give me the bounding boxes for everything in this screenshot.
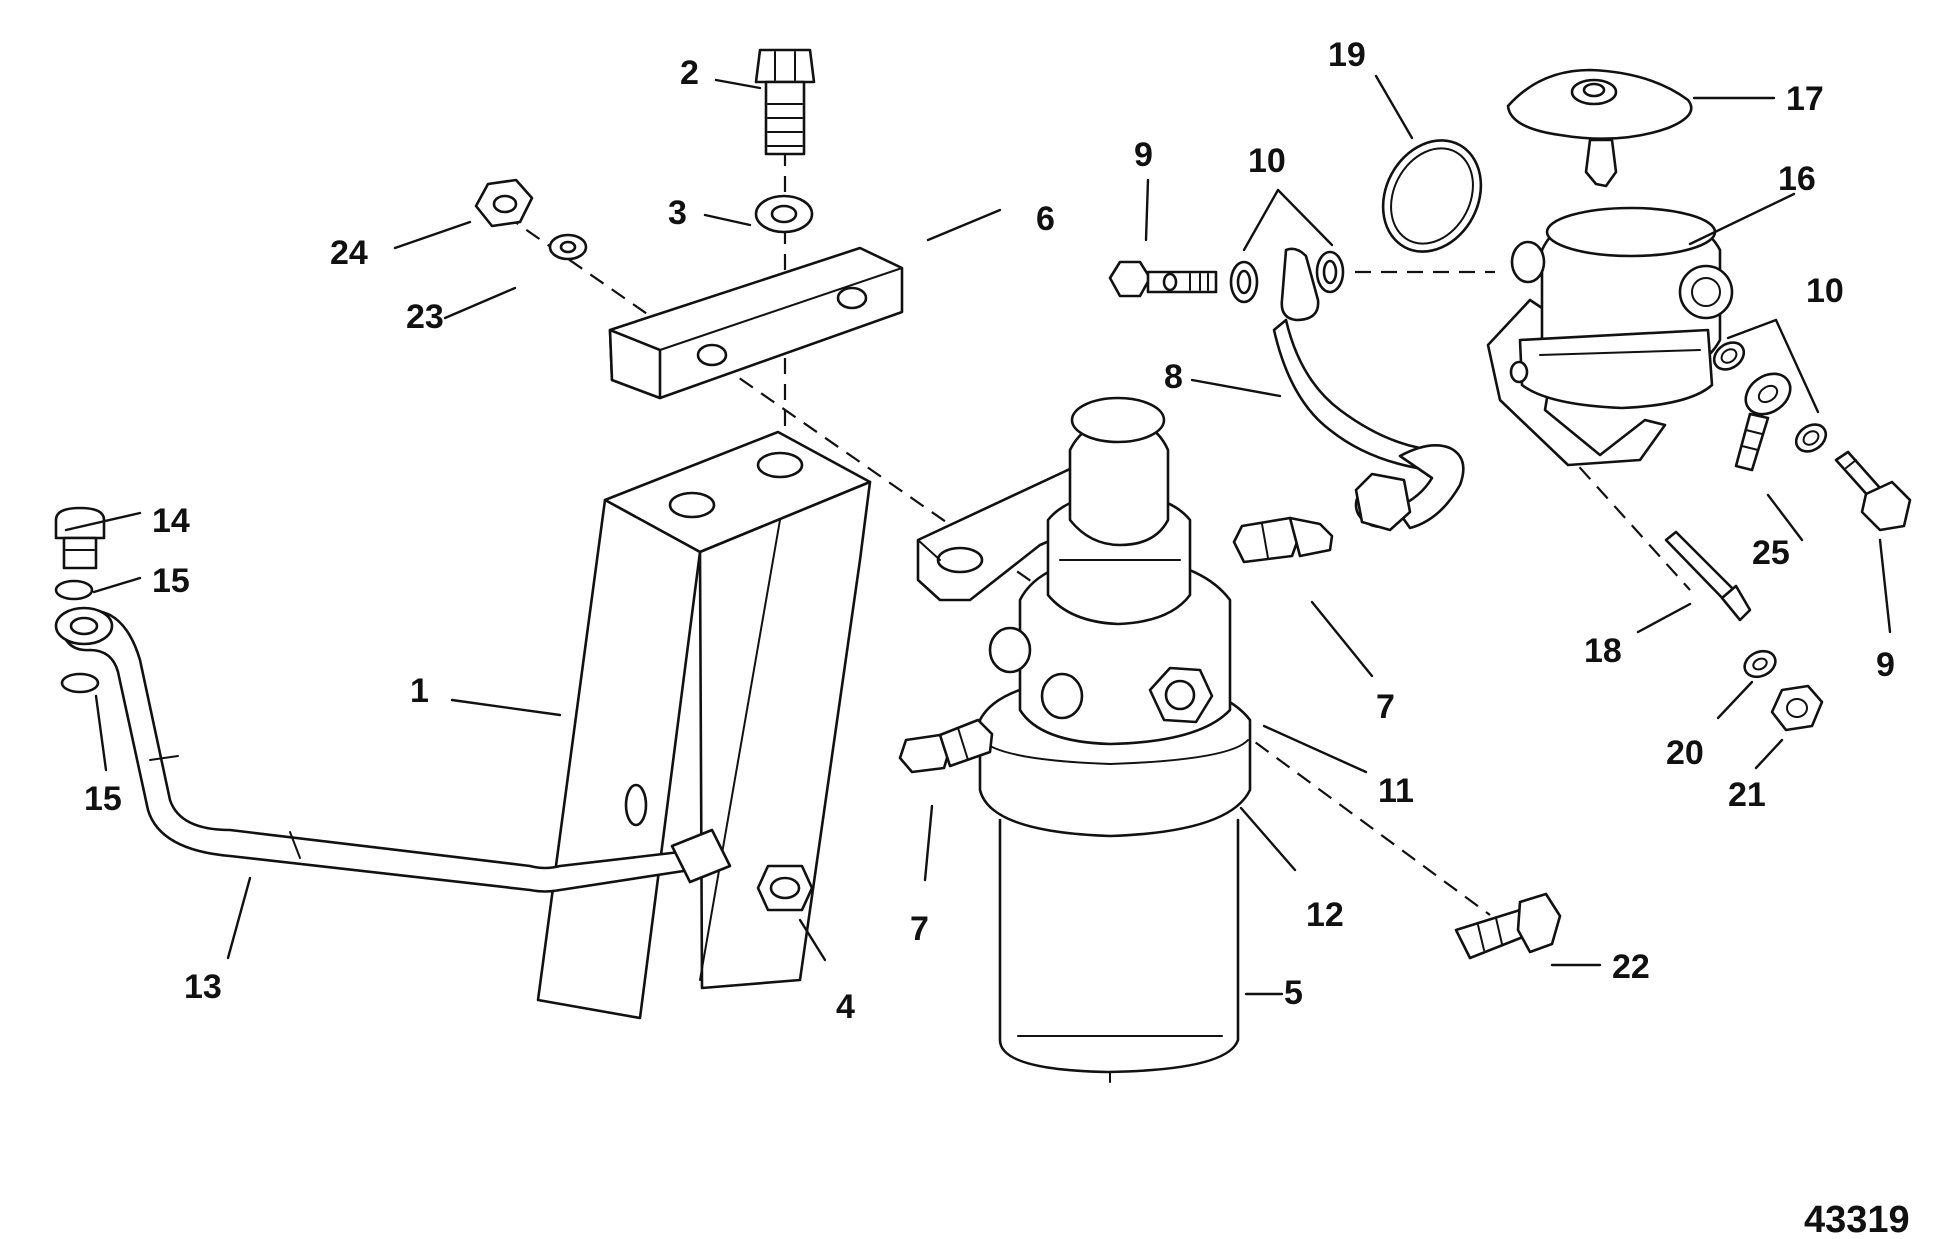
callout-1: 1: [410, 672, 429, 710]
o-ring-part-19: [1381, 139, 1483, 253]
callout-5: 5: [1284, 974, 1303, 1012]
inlet-port-left: [988, 626, 1084, 720]
fitting-part-11: [1148, 666, 1214, 724]
mounting-bracket-part-1: [536, 430, 872, 1020]
banjo-fitting-part-25: [1734, 372, 1792, 472]
callout-10-right: 10: [1806, 272, 1844, 310]
washer-part-23: [548, 233, 588, 261]
callout-2: 2: [680, 54, 699, 92]
callout-11: 11: [1378, 772, 1414, 810]
upper-bracket-part-6: [608, 246, 904, 400]
callout-3: 3: [668, 194, 687, 232]
sealing-washer-part-10-c: [1712, 341, 1746, 371]
sealing-washer-part-15-upper: [54, 579, 94, 601]
callout-18: 18: [1584, 632, 1622, 670]
fitting-part-7-upper: [1232, 516, 1334, 564]
sealing-washer-part-15-lower: [60, 672, 100, 694]
sealing-washer-part-10-a: [1229, 260, 1259, 304]
callout-9-left: 9: [1134, 136, 1153, 174]
banjo-bolt-part-9-left: [1108, 260, 1218, 298]
fitting-part-7-lower: [898, 718, 994, 774]
callout-13: 13: [184, 968, 222, 1006]
callout-10-upper: 10: [1248, 142, 1286, 180]
callout-4: 4: [836, 988, 855, 1026]
fuel-pump-part-16: [1486, 206, 1734, 467]
bolt-part-22: [1454, 892, 1562, 960]
callout-7-upper: 7: [1376, 688, 1395, 726]
callout-15-upper: 15: [152, 562, 190, 600]
callout-16: 16: [1778, 160, 1816, 198]
banjo-bolt-part-9-right: [1834, 450, 1912, 532]
callout-24: 24: [330, 234, 368, 272]
callout-leader-lines: [64, 74, 1892, 996]
fuel-line-part-8: [1272, 247, 1465, 532]
callout-14: 14: [152, 502, 190, 540]
callout-19: 19: [1328, 36, 1366, 74]
lock-washer-part-3: [754, 194, 814, 234]
fuel-line-part-13: [54, 606, 732, 893]
stud-part-18: [1664, 530, 1752, 622]
pump-cover-part-17: [1506, 68, 1693, 188]
figure-number: 43319: [1804, 1199, 1910, 1239]
sealing-washer-part-10-d: [1794, 423, 1828, 453]
nut-part-21: [1770, 684, 1824, 732]
callout-12: 12: [1306, 896, 1344, 934]
sealing-washer-part-10-b: [1315, 250, 1345, 294]
callout-15-lower: 15: [84, 780, 122, 818]
callout-23: 23: [406, 298, 444, 336]
callout-17: 17: [1786, 80, 1824, 118]
banjo-bolt-part-14: [54, 506, 106, 570]
washer-part-20: [1743, 649, 1777, 679]
callout-20: 20: [1666, 734, 1704, 772]
callout-9-right: 9: [1876, 646, 1895, 684]
callout-21: 21: [1728, 776, 1766, 814]
bolt-part-2: [754, 48, 816, 156]
assembly-centerlines: [504, 150, 1691, 916]
nut-part-24: [474, 178, 534, 228]
callout-labels: 1 2 3 4 5 6 7 7 8 9 9 10 10 11 12 13 14 …: [84, 36, 1895, 1026]
fuel-filter-element-part-5: [998, 818, 1240, 1083]
callout-8: 8: [1164, 358, 1183, 396]
callout-25: 25: [1752, 534, 1790, 572]
nut-part-4: [756, 864, 814, 912]
callout-22: 22: [1612, 948, 1650, 986]
callout-6: 6: [1036, 200, 1055, 238]
callout-7-lower: 7: [910, 910, 929, 948]
